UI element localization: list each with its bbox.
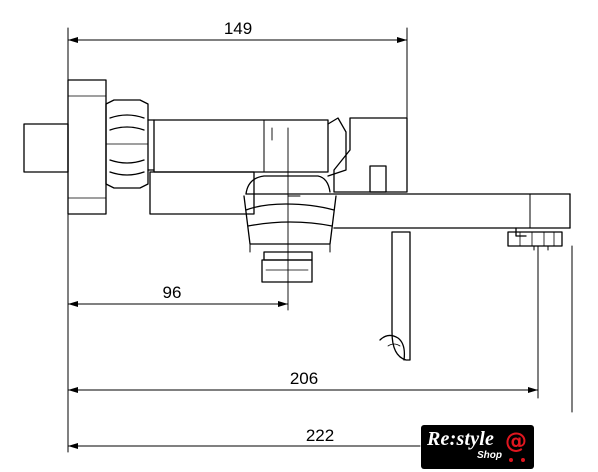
- dimension-206-label: 206: [290, 369, 318, 388]
- logo-subtitle: Shop: [477, 450, 502, 461]
- diverter-housing: [333, 117, 408, 193]
- cart-wheel-icon: [521, 458, 525, 462]
- lever: [379, 231, 411, 361]
- spout: [245, 193, 571, 251]
- centre-lines: [271, 127, 301, 311]
- cart-at-icon: @: [505, 429, 527, 454]
- dimension-206: [67, 245, 539, 401]
- restyle-shop-logo: Re:style Shop @: [421, 425, 534, 469]
- dimension-96-label: 96: [163, 283, 182, 302]
- dimension-96: [67, 213, 289, 313]
- logo-wordmark: Re:style: [427, 428, 495, 450]
- mixer-body: [149, 117, 347, 215]
- dimension-222-label: 222: [306, 426, 334, 445]
- dimension-222: [67, 245, 573, 453]
- cart-wheel-icon: [509, 458, 513, 462]
- dimension-149-label: 149: [224, 19, 252, 38]
- wall-connector: [23, 79, 155, 215]
- handle-joint: [243, 175, 337, 283]
- dimension-149: [67, 27, 408, 119]
